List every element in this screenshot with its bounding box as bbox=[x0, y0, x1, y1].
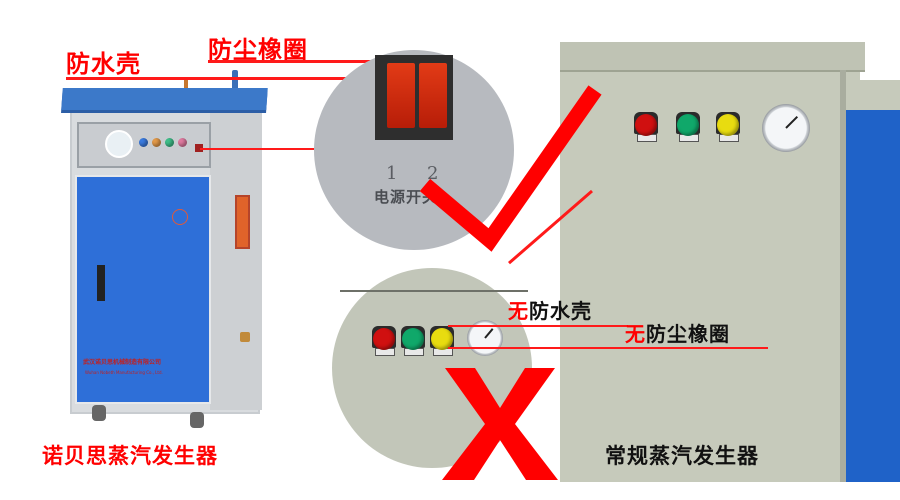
rocker-switch-2 bbox=[419, 63, 447, 128]
door-handle bbox=[97, 265, 105, 301]
waterproof-shell-label: 防水壳 bbox=[66, 50, 141, 78]
no-waterproof-shell-label: 无防水壳 bbox=[508, 299, 592, 323]
no-dustproof-ring-label: 无防尘橡圈 bbox=[625, 322, 730, 346]
switch-number-2: 2 bbox=[427, 163, 439, 184]
manufacturer-plate-en: Wuhan Nobeth Manufacturing Co., Ltd. bbox=[85, 370, 163, 375]
cabinet-lamp-red bbox=[634, 112, 658, 142]
cross-mark-icon bbox=[442, 368, 558, 480]
logo-icon bbox=[172, 209, 188, 225]
indicator-orange bbox=[152, 138, 161, 147]
cabinet-lamp-green bbox=[676, 112, 700, 142]
callout-line-no-dustproof bbox=[448, 347, 768, 349]
cabinet-blue-section-top bbox=[846, 80, 900, 112]
indicator-blue bbox=[139, 138, 148, 147]
drain-valve bbox=[240, 332, 250, 342]
manufacturer-plate-cn: 武汉诺贝思机械制造有限公司 bbox=[83, 359, 162, 366]
switch-number-1: 1 bbox=[386, 163, 398, 184]
inset-lamp-green bbox=[401, 326, 425, 356]
rocker-switch-1 bbox=[387, 63, 415, 128]
generator-blue-door: 武汉诺贝思机械制造有限公司 Wuhan Nobeth Manufacturing… bbox=[75, 175, 211, 404]
dustproof-ring-label: 防尘橡圈 bbox=[208, 36, 308, 64]
inset-lamp-yellow bbox=[430, 326, 454, 356]
inset-lamp-red bbox=[372, 326, 396, 356]
callout-line-panel bbox=[200, 148, 320, 150]
indicator-green bbox=[165, 138, 174, 147]
power-switch-small bbox=[195, 144, 203, 152]
panel-edge-line bbox=[340, 290, 528, 292]
caster-wheel bbox=[92, 405, 106, 421]
caster-wheel bbox=[190, 412, 204, 428]
callout-line-dustproof bbox=[208, 60, 388, 63]
cabinet-seam bbox=[840, 70, 846, 482]
conventional-generator-caption: 常规蒸汽发生器 bbox=[605, 444, 759, 468]
rocker-switch-housing bbox=[375, 55, 453, 140]
water-level-gauge bbox=[235, 195, 250, 249]
generator-gauge-icon bbox=[105, 130, 133, 158]
no-prefix: 无 bbox=[625, 322, 646, 346]
callout-line-waterproof bbox=[66, 77, 396, 80]
no-prefix: 无 bbox=[508, 299, 529, 323]
generator-lid bbox=[61, 88, 268, 110]
indicator-pink bbox=[178, 138, 187, 147]
pressure-gauge-icon bbox=[762, 104, 810, 152]
callout-line-no-waterproof bbox=[448, 325, 628, 327]
conventional-generator-cabinet bbox=[560, 42, 860, 482]
generator-control-panel bbox=[77, 122, 211, 168]
valve-handle bbox=[232, 70, 238, 92]
nobeth-generator-caption: 诺贝思蒸汽发生器 bbox=[42, 444, 218, 468]
pipe-fitting bbox=[184, 80, 188, 94]
generator-side-panel bbox=[210, 110, 262, 410]
check-mark-icon bbox=[420, 85, 602, 252]
cabinet-lamp-yellow bbox=[716, 112, 740, 142]
cabinet-blue-door bbox=[846, 110, 900, 482]
power-switch-label: 电源开关 bbox=[374, 188, 439, 206]
cabinet-top-trim bbox=[560, 42, 865, 72]
